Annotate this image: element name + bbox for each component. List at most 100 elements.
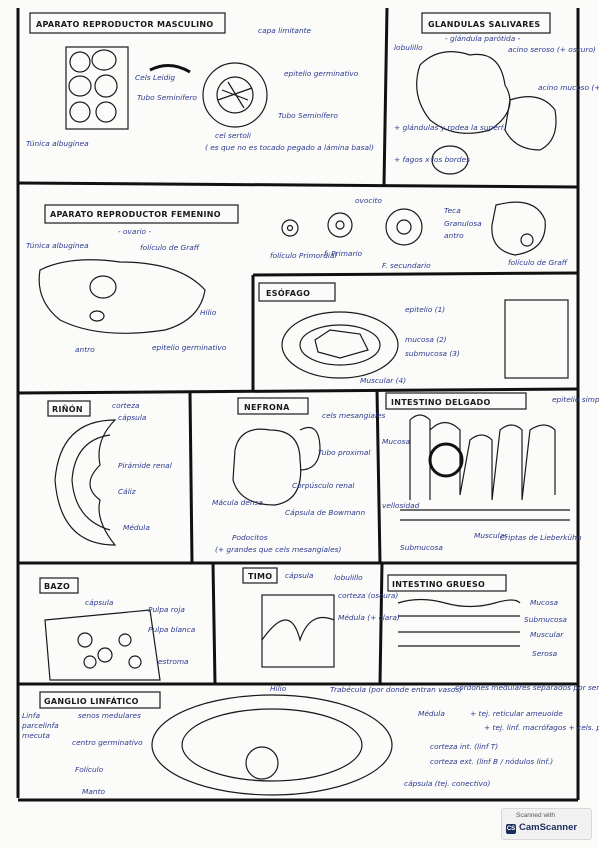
sketch-stroke — [299, 426, 321, 471]
note-label: Pirámide renal — [118, 461, 173, 470]
sketch-stroke — [188, 391, 194, 564]
sketch-stroke — [69, 101, 91, 123]
note-label: Hilio — [270, 684, 287, 693]
note-label: epitelio (1) — [405, 305, 445, 314]
note-label: Túnica albugínea — [26, 241, 89, 250]
note-label: BAZO — [44, 582, 70, 591]
sketch-stroke — [242, 567, 278, 584]
sketch-stroke — [17, 387, 579, 395]
testis-block — [65, 46, 129, 130]
note-label: vellosidad — [382, 501, 420, 510]
note-label: estroma — [158, 657, 189, 666]
camscanner-badge: Scanned with CS CamScanner — [501, 808, 592, 840]
sketch-stroke — [91, 49, 117, 71]
note-label: Médula (+ clara) — [338, 613, 400, 622]
note-label: Folículo — [75, 765, 104, 774]
sketch-stroke — [71, 434, 111, 531]
note-label: NEFRONA — [244, 403, 290, 412]
note-label: cel sertoli — [215, 131, 252, 140]
note-label: Linfa — [22, 711, 40, 720]
note-label: - glándula parótida - — [445, 34, 521, 43]
camscanner-name: CamScanner — [519, 822, 578, 833]
sketch-stroke — [335, 220, 345, 230]
sketch-stroke — [261, 616, 335, 643]
note-label: Manto — [82, 787, 105, 796]
sketch-stroke — [258, 282, 336, 302]
note-label: mucosa (2) — [405, 335, 447, 344]
note-label: INTESTINO GRUESO — [392, 580, 485, 589]
note-label: mecuta — [22, 731, 50, 740]
note-label: cápsula — [118, 413, 147, 422]
note-label: lobulillo — [394, 43, 423, 52]
note-label: parcelinfa — [21, 721, 59, 730]
note-label: submucosa (3) — [405, 349, 460, 358]
note-label: cordones medulares separados por senos l… — [455, 683, 599, 692]
note-label: lobulillo — [334, 573, 363, 582]
sketch-stroke — [68, 49, 118, 123]
sketch-stroke — [504, 299, 569, 379]
arrow-icon — [149, 64, 191, 74]
note-label: Corpúsculo renal — [292, 481, 355, 490]
note-label: epitelio germinativo — [152, 343, 227, 352]
note-label: corteza — [112, 401, 140, 410]
seminiferous-tubule — [202, 62, 268, 128]
note-label: + tej. reticular ameuoide — [470, 709, 563, 718]
lymph-node-outline — [151, 694, 393, 796]
sketch-stroke — [385, 392, 527, 410]
sketch-stroke — [97, 647, 113, 663]
sketch-stroke — [281, 219, 299, 237]
note-label: antro — [444, 231, 464, 240]
note-label: GLANDULAS SALIVARES — [428, 20, 540, 29]
thymus-section — [261, 594, 335, 668]
sketch-stroke — [89, 310, 105, 322]
ovary-outline — [38, 259, 206, 334]
note-label: epitelio germinativo — [284, 69, 359, 78]
esophagus-section — [281, 311, 399, 379]
note-label: epitelio simple cilíndrico — [552, 395, 599, 404]
male-title-box — [29, 12, 226, 34]
salivary-title-box — [421, 12, 551, 34]
glomerulus — [232, 428, 302, 506]
sketch-stroke — [89, 275, 117, 299]
sketch-stroke — [118, 633, 132, 647]
note-label: + fagos x los bordes — [394, 155, 470, 164]
note-label: Serosa — [532, 649, 558, 658]
sketch-stroke — [95, 101, 117, 123]
note-label: Submucosa — [524, 615, 567, 624]
note-label: Pulpa roja — [148, 605, 185, 614]
sketch-stroke — [17, 181, 579, 189]
sketch-stroke — [44, 204, 239, 224]
gland-lobules — [416, 51, 511, 134]
note-label: Médula — [418, 709, 445, 718]
note-label: folículo de Graff — [508, 258, 569, 267]
note-label: TIMO — [248, 572, 272, 581]
sketch-stroke — [128, 655, 142, 669]
sketch-stroke — [47, 400, 91, 417]
note-label: APARATO REPRODUCTOR FEMENINO — [50, 210, 221, 219]
sketch-stroke — [286, 224, 294, 232]
note-label: Hilio — [200, 308, 217, 317]
note-label: folículo de Graff — [140, 243, 201, 252]
note-label: Cápsula de Bowmann — [285, 508, 365, 517]
note-label: Granulosa — [444, 219, 482, 228]
sketch-stroke — [181, 708, 363, 782]
sketch-stroke — [375, 389, 382, 564]
sketch-stroke — [83, 655, 97, 669]
sketch-stroke — [77, 632, 142, 669]
sketch-stroke — [397, 598, 521, 608]
germinal-center — [245, 746, 279, 780]
sketch-stroke — [237, 397, 309, 415]
note-label: Teca — [444, 206, 461, 215]
spleen-section — [44, 609, 161, 681]
note-label: Tubo Seminifero — [137, 93, 197, 102]
note-label: cápsula — [285, 571, 314, 580]
note-label: centro germinativo — [72, 738, 143, 747]
note-label: + glándulas y rodea la superf. — [394, 123, 506, 132]
sketch-stroke — [216, 76, 254, 114]
note-label: antro — [75, 345, 95, 354]
sketch-stroke — [299, 324, 381, 366]
villi — [409, 414, 556, 501]
male-title: APARATO REPRODUCTOR MASCULINO — [36, 20, 214, 29]
